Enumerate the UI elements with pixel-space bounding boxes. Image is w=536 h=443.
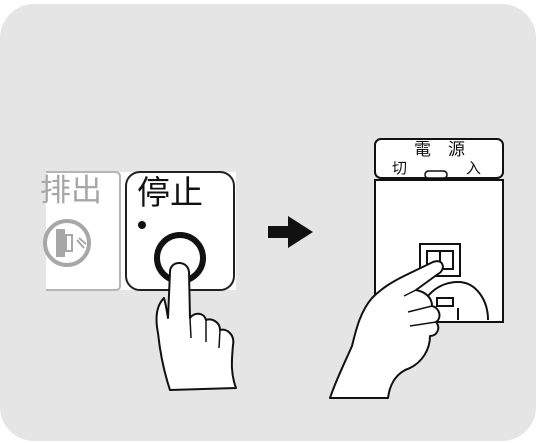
off-label: 切 (392, 161, 407, 176)
power-label: 電 源 (414, 142, 465, 159)
eject-button-label: 排出 (40, 176, 102, 207)
indicator-dot (138, 221, 146, 229)
stop-button-label: 停止 (137, 176, 203, 209)
on-label: 入 (466, 161, 481, 176)
right-arrow-icon (268, 216, 313, 248)
switch-symbol-icon (425, 171, 447, 178)
